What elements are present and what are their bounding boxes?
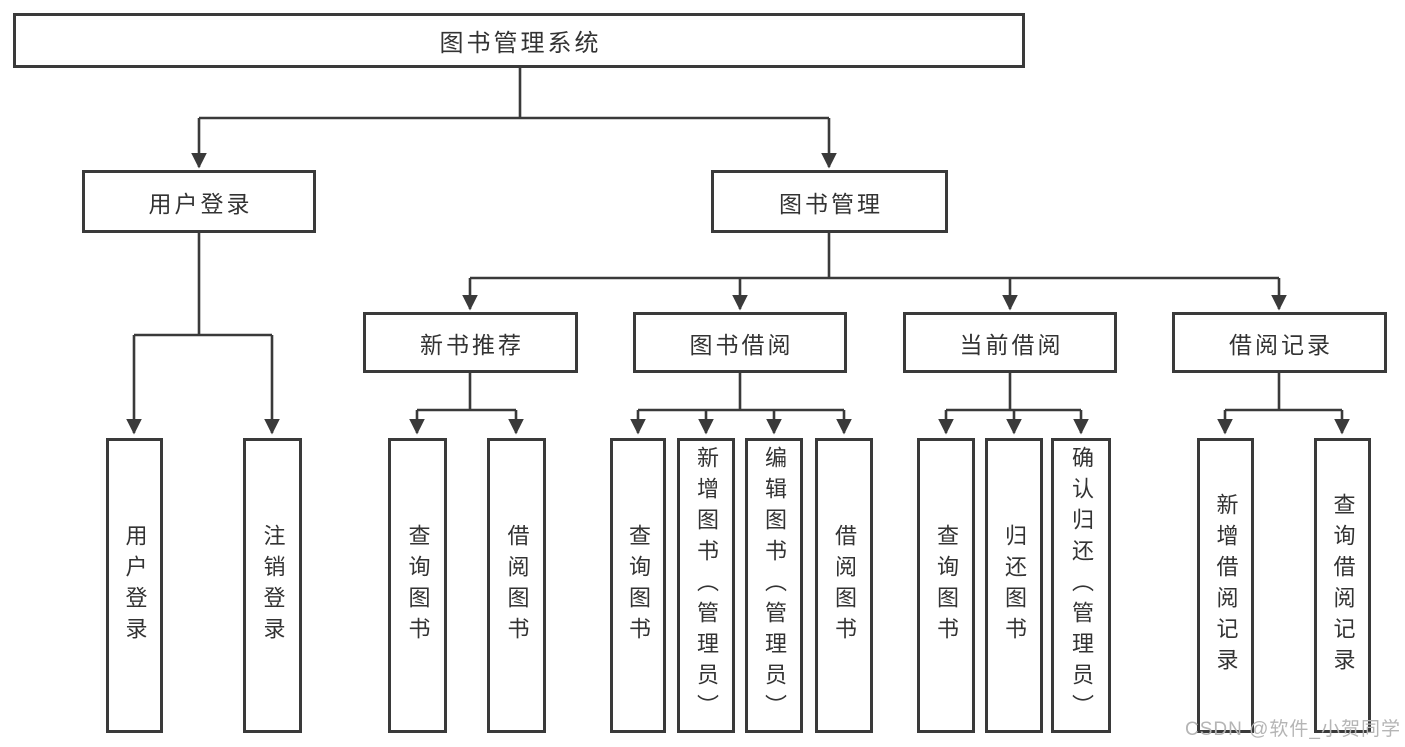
node-label: 归还图书: [1002, 523, 1027, 648]
node-label: 查询借阅记录: [1330, 492, 1356, 679]
node-leaf-br-query-record: 查询借阅记录: [1314, 438, 1371, 733]
node-new-book-recommend: 新书推荐: [363, 312, 578, 373]
node-borrow-records: 借阅记录: [1172, 312, 1387, 373]
node-label: 用户登录: [148, 190, 253, 217]
node-leaf-user-login: 用户登录: [106, 438, 163, 733]
node-leaf-cb-return-book: 归还图书: [985, 438, 1043, 733]
node-label: 图书管理系统: [439, 30, 602, 57]
node-leaf-br-add-record: 新增借阅记录: [1197, 438, 1254, 733]
watermark: CSDN @软件_小贺同学: [1185, 719, 1401, 740]
node-label: 注销登录: [260, 523, 286, 648]
node-label: 用户登录: [122, 523, 148, 648]
node-label: 查询图书: [626, 523, 651, 648]
node-label: 借阅记录: [1229, 331, 1333, 358]
node-leaf-bb-add-book: 新增图书（管理员）: [677, 438, 735, 733]
node-leaf-logout: 注销登录: [243, 438, 302, 733]
node-label: 查询图书: [405, 523, 431, 648]
node-leaf-bb-query-book: 查询图书: [610, 438, 666, 733]
node-label: 借阅图书: [504, 523, 530, 648]
node-label: 查询图书: [934, 523, 959, 648]
node-leaf-bb-borrow-book: 借阅图书: [815, 438, 873, 733]
node-leaf-bb-edit-book: 编辑图书（管理员）: [745, 438, 803, 733]
node-label: 新增图书（管理员）: [694, 446, 719, 725]
node-label: 编辑图书（管理员）: [762, 446, 787, 725]
node-leaf-cb-confirm-return: 确认归还（管理员）: [1051, 438, 1111, 733]
node-book-management: 图书管理: [711, 170, 948, 233]
node-label: 图书管理: [779, 190, 883, 217]
node-current-borrow: 当前借阅: [903, 312, 1117, 373]
node-leaf-rec-borrow-book: 借阅图书: [487, 438, 546, 733]
node-label: 图书借阅: [689, 331, 794, 358]
node-label: 新书推荐: [420, 331, 524, 358]
node-label: 借阅图书: [832, 523, 857, 648]
node-label: 确认归还（管理员）: [1069, 446, 1094, 725]
node-book-borrow: 图书借阅: [633, 312, 847, 373]
node-user-login: 用户登录: [82, 170, 316, 233]
node-label: 新增借阅记录: [1213, 492, 1239, 679]
node-leaf-rec-query-book: 查询图书: [388, 438, 447, 733]
node-root: 图书管理系统: [13, 13, 1025, 68]
node-label: 当前借阅: [959, 331, 1064, 358]
node-leaf-cb-query-book: 查询图书: [917, 438, 975, 733]
